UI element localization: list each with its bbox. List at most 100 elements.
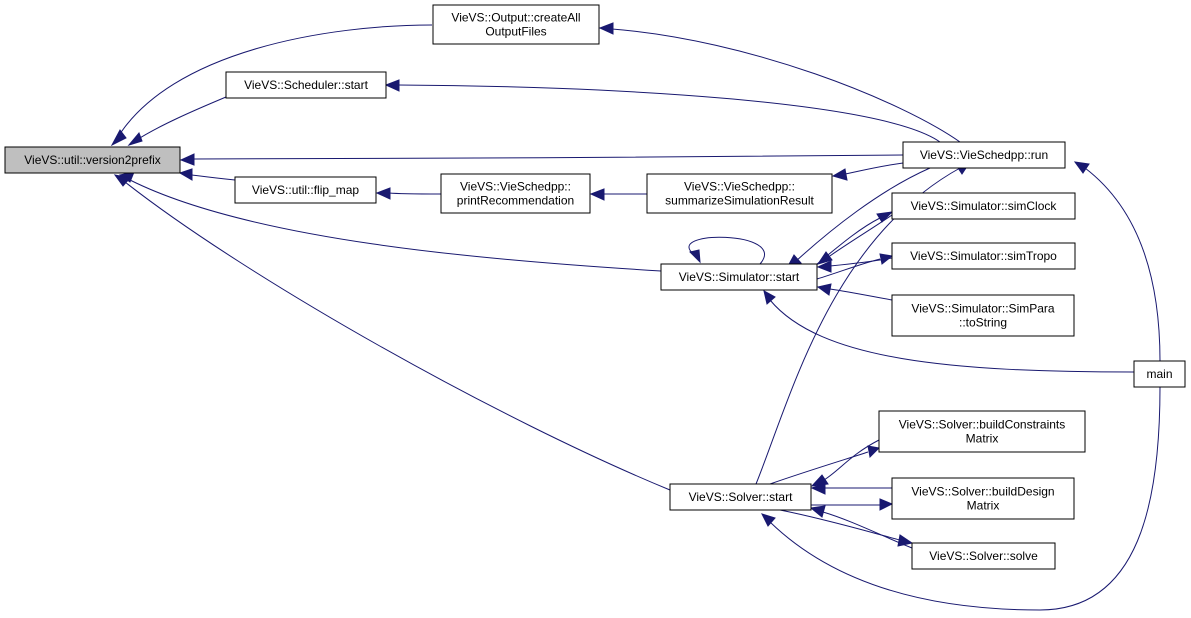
edge-solverstart-to-builddesign-arrowhead xyxy=(879,498,894,511)
edge-simclock-to-simstart-line xyxy=(826,214,893,259)
edge-solverstart-to-version2prefix-line xyxy=(124,181,671,491)
node-simpara[interactable]: VieVS::Simulator::SimPara::toString xyxy=(891,294,1075,337)
node-scheduler-start-box xyxy=(225,71,387,99)
node-sim-start-label-0: VieVS::Simulator::start xyxy=(679,270,800,284)
node-version2prefix-label-0: VieVS::util::version2prefix xyxy=(24,153,161,167)
edges xyxy=(110,22,1161,611)
edge-builddesign-to-solverstart xyxy=(810,482,892,495)
node-sim-tropo[interactable]: VieVS::Simulator::simTropo xyxy=(891,242,1076,270)
edge-solve-to-solverstart-arrowhead xyxy=(809,505,826,518)
edge-main-to-simstart xyxy=(763,290,1135,373)
node-simpara-label-1: ::toString xyxy=(959,316,1007,330)
node-summarize-box xyxy=(646,173,833,214)
node-build-design-label-0: VieVS::Solver::buildDesign xyxy=(911,485,1054,499)
node-flip-map-label-0: VieVS::util::flip_map xyxy=(252,183,359,197)
edge-scheduler-to-version2prefix xyxy=(127,96,227,146)
edge-printrec-to-flipmap xyxy=(375,187,442,200)
node-sim-tropo-box xyxy=(891,242,1076,270)
node-simpara-label-0: VieVS::Simulator::SimPara xyxy=(911,302,1054,316)
edge-simstart-to-version2prefix-line xyxy=(129,179,662,272)
node-version2prefix-box xyxy=(4,146,181,174)
edge-printrec-to-flipmap-arrowhead xyxy=(375,187,391,200)
edge-summarize-to-printrec xyxy=(589,188,648,201)
edge-simstart-to-simtropo xyxy=(816,253,894,280)
node-output-create-label-1: OutputFiles xyxy=(485,25,546,39)
node-sim-clock-label-0: VieVS::Simulator::simClock xyxy=(911,199,1058,213)
node-solver-solve[interactable]: VieVS::Solver::solve xyxy=(911,542,1056,570)
edge-run-to-summarize-arrowhead xyxy=(831,168,848,181)
node-flip-map[interactable]: VieVS::util::flip_map xyxy=(234,176,377,204)
edge-output-to-version2prefix-arrowhead xyxy=(110,129,127,147)
edge-run-to-version2prefix-arrowhead xyxy=(179,153,195,166)
edge-solverstart-to-buildconstraints-arrowhead xyxy=(867,445,881,459)
edge-run-to-simstart-line xyxy=(794,167,931,263)
node-sim-start-box xyxy=(660,263,818,291)
edge-main-to-simstart-line xyxy=(769,299,1135,373)
edge-solverstart-to-version2prefix-arrowhead xyxy=(113,174,131,187)
edge-simstart-to-simtropo-arrowhead xyxy=(879,253,894,265)
edge-solverstart-to-solve-line xyxy=(779,509,901,541)
node-print-rec-label-0: VieVS::VieSchedpp:: xyxy=(460,180,571,194)
edge-summarize-to-printrec-arrowhead xyxy=(589,188,605,201)
node-vieschedpp-run[interactable]: VieVS::VieSchedpp::run xyxy=(902,141,1066,169)
edge-simpara-to-simstart-arrowhead xyxy=(816,283,832,296)
edge-run-to-output-line xyxy=(611,28,961,143)
edge-buildconstraints-to-solverstart-arrowhead xyxy=(810,474,829,487)
node-solver-solve-label-0: VieVS::Solver::solve xyxy=(929,549,1038,563)
node-summarize-label-1: summarizeSimulationResult xyxy=(665,194,814,208)
edge-run-to-summarize-line xyxy=(844,162,904,175)
edge-main-to-run-arrowhead xyxy=(1073,161,1090,174)
node-main[interactable]: main xyxy=(1133,360,1186,388)
node-summarize[interactable]: VieVS::VieSchedpp::summarizeSimulationRe… xyxy=(646,173,833,214)
edge-scheduler-to-version2prefix-line xyxy=(134,96,227,142)
edge-simstart-self-loop xyxy=(688,236,765,265)
edge-run-to-scheduler-arrowhead xyxy=(384,79,400,92)
node-version2prefix[interactable]: VieVS::util::version2prefix xyxy=(4,146,181,174)
edge-simstart-to-simclock-line xyxy=(816,217,881,265)
edge-solverstart-to-version2prefix xyxy=(113,174,671,491)
edge-simstart-self-loop-line xyxy=(688,236,765,265)
node-sim-clock[interactable]: VieVS::Simulator::simClock xyxy=(891,192,1076,220)
node-print-rec[interactable]: VieVS::VieSchedpp::printRecommendation xyxy=(440,173,591,214)
edge-run-to-scheduler xyxy=(384,79,941,143)
edge-run-to-summarize xyxy=(831,162,904,181)
node-vieschedpp-run-label-0: VieVS::VieSchedpp::run xyxy=(920,148,1048,162)
edge-run-to-scheduler-line xyxy=(397,84,941,143)
node-output-create-label-0: VieVS::Output::createAll xyxy=(451,11,580,25)
edge-buildconstraints-to-solverstart-line xyxy=(823,439,880,481)
edge-main-to-simstart-arrowhead xyxy=(763,290,776,305)
edge-solverstart-to-solve-arrowhead xyxy=(897,534,914,547)
nodes: VieVS::util::version2prefix VieVS::Output… xyxy=(4,4,1186,570)
node-scheduler-start-label-0: VieVS::Scheduler::start xyxy=(244,78,369,92)
node-sim-tropo-label-0: VieVS::Simulator::simTropo xyxy=(910,249,1057,263)
node-flip-map-box xyxy=(234,176,377,204)
node-scheduler-start[interactable]: VieVS::Scheduler::start xyxy=(225,71,387,99)
edge-solverstart-to-builddesign xyxy=(811,498,894,511)
node-main-box xyxy=(1133,360,1186,388)
node-solver-start-label-0: VieVS::Solver::start xyxy=(689,490,793,504)
edge-flipmap-to-version2prefix-line xyxy=(191,174,236,181)
edge-scheduler-to-version2prefix-arrowhead xyxy=(127,132,143,146)
node-solver-start[interactable]: VieVS::Solver::start xyxy=(669,483,812,511)
node-summarize-label-0: VieVS::VieSchedpp:: xyxy=(684,180,795,194)
edge-main-to-solverstart xyxy=(761,386,1161,611)
edge-simstart-to-simclock-arrowhead xyxy=(876,211,894,223)
edge-builddesign-to-solverstart-arrowhead xyxy=(810,482,826,495)
node-build-constraints-box xyxy=(878,410,1086,453)
edge-run-to-output xyxy=(598,22,961,143)
edge-flipmap-to-version2prefix xyxy=(178,168,236,181)
node-solver-solve-box xyxy=(911,542,1056,570)
edge-simtropo-to-simstart-arrowhead xyxy=(816,260,832,273)
node-build-design-box xyxy=(891,477,1075,520)
edge-output-to-version2prefix xyxy=(110,24,433,147)
node-build-constraints-label-1: Matrix xyxy=(966,432,999,446)
node-simpara-box xyxy=(891,294,1075,337)
edge-solverstart-to-buildconstraints-line xyxy=(769,451,869,485)
edge-main-to-run-line xyxy=(1084,167,1161,362)
node-sim-start[interactable]: VieVS::Simulator::start xyxy=(660,263,818,291)
node-sim-clock-box xyxy=(891,192,1076,220)
